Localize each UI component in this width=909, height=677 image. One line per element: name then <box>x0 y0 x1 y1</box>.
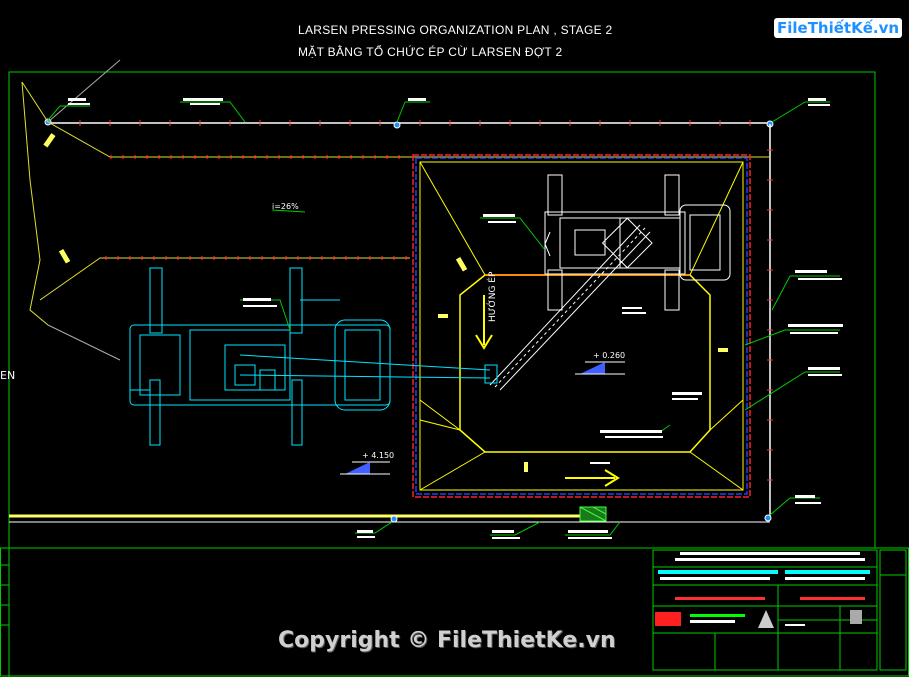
level-label-1: + 0.260 <box>593 351 626 360</box>
watermark-copyright: Copyright © FileThietKe.vn <box>278 628 616 653</box>
callout-leaders <box>47 101 840 536</box>
bottom-road <box>9 506 770 523</box>
right-fence <box>764 124 773 522</box>
left-edge-text: EN <box>0 369 16 382</box>
level-marker-1 <box>575 361 625 375</box>
pressing-direction-label: HƯỚNG ÉP <box>488 271 498 322</box>
left-side-table <box>0 564 9 626</box>
top-fence <box>44 118 774 129</box>
slope-label: i=26% <box>272 202 299 211</box>
crawler-crane <box>489 174 731 391</box>
callout-tags <box>68 98 843 539</box>
dimension-tags <box>43 133 728 472</box>
level-marker-2 <box>340 461 390 475</box>
title-block-text <box>655 552 870 628</box>
drawing-title-vi: MẶT BẰNG TỔ CHỨC ÉP CỪ LARSEN ĐỢT 2 <box>298 45 563 59</box>
title-block <box>652 549 907 671</box>
drawing-title-en: LARSEN PRESSING ORGANIZATION PLAN , STAG… <box>298 23 613 37</box>
access-road <box>21 59 770 361</box>
level-label-2: + 4.150 <box>362 451 395 460</box>
excavator <box>129 267 498 446</box>
direction-arrows <box>475 295 620 487</box>
watermark-logo: FileThiếtKế.vn <box>774 18 903 38</box>
slope-arrow <box>271 209 306 213</box>
pit-outline <box>412 154 751 498</box>
